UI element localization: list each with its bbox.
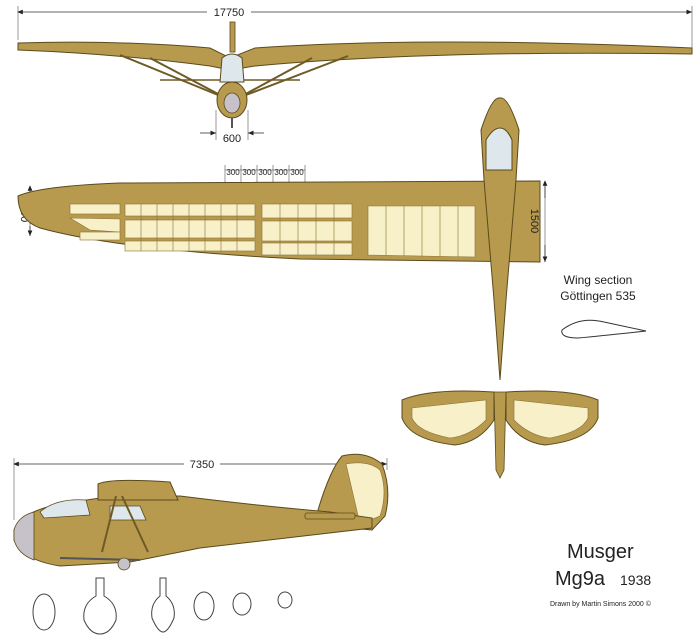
rib-dim-2: 300 [242, 168, 256, 177]
wing-section-title: Wing section [564, 273, 633, 287]
title-block: Musger Mg9a 1938 Drawn by Martin Simons … [550, 541, 652, 608]
manufacturer-name: Musger [567, 541, 634, 563]
fuselage-width-dimension: 600 [223, 133, 241, 145]
rib-dim-3: 300 [258, 168, 272, 177]
fuselage-cross-sections [32, 577, 293, 635]
drawing-credit: Drawn by Martin Simons 2000 © [550, 600, 652, 608]
root-chord-dimension: 1500 [528, 209, 540, 233]
span-dimension: 17750 [214, 7, 245, 19]
rib-dim-1: 300 [226, 168, 240, 177]
side-view: 7350 [13, 453, 389, 571]
plan-view: 300 300 300 300 300 500 [17, 97, 599, 479]
front-view: 17750 600 [17, 5, 693, 145]
model-name: Mg9a [555, 568, 606, 590]
rib-dim-4: 300 [274, 168, 288, 177]
model-year: 1938 [620, 572, 651, 588]
airfoil-profile [561, 319, 647, 339]
rib-dim-5: 300 [290, 168, 304, 177]
length-dimension: 7350 [190, 459, 214, 471]
wing-section: Wing section Göttingen 535 [560, 273, 647, 339]
wing-section-profile: Göttingen 535 [560, 289, 636, 303]
